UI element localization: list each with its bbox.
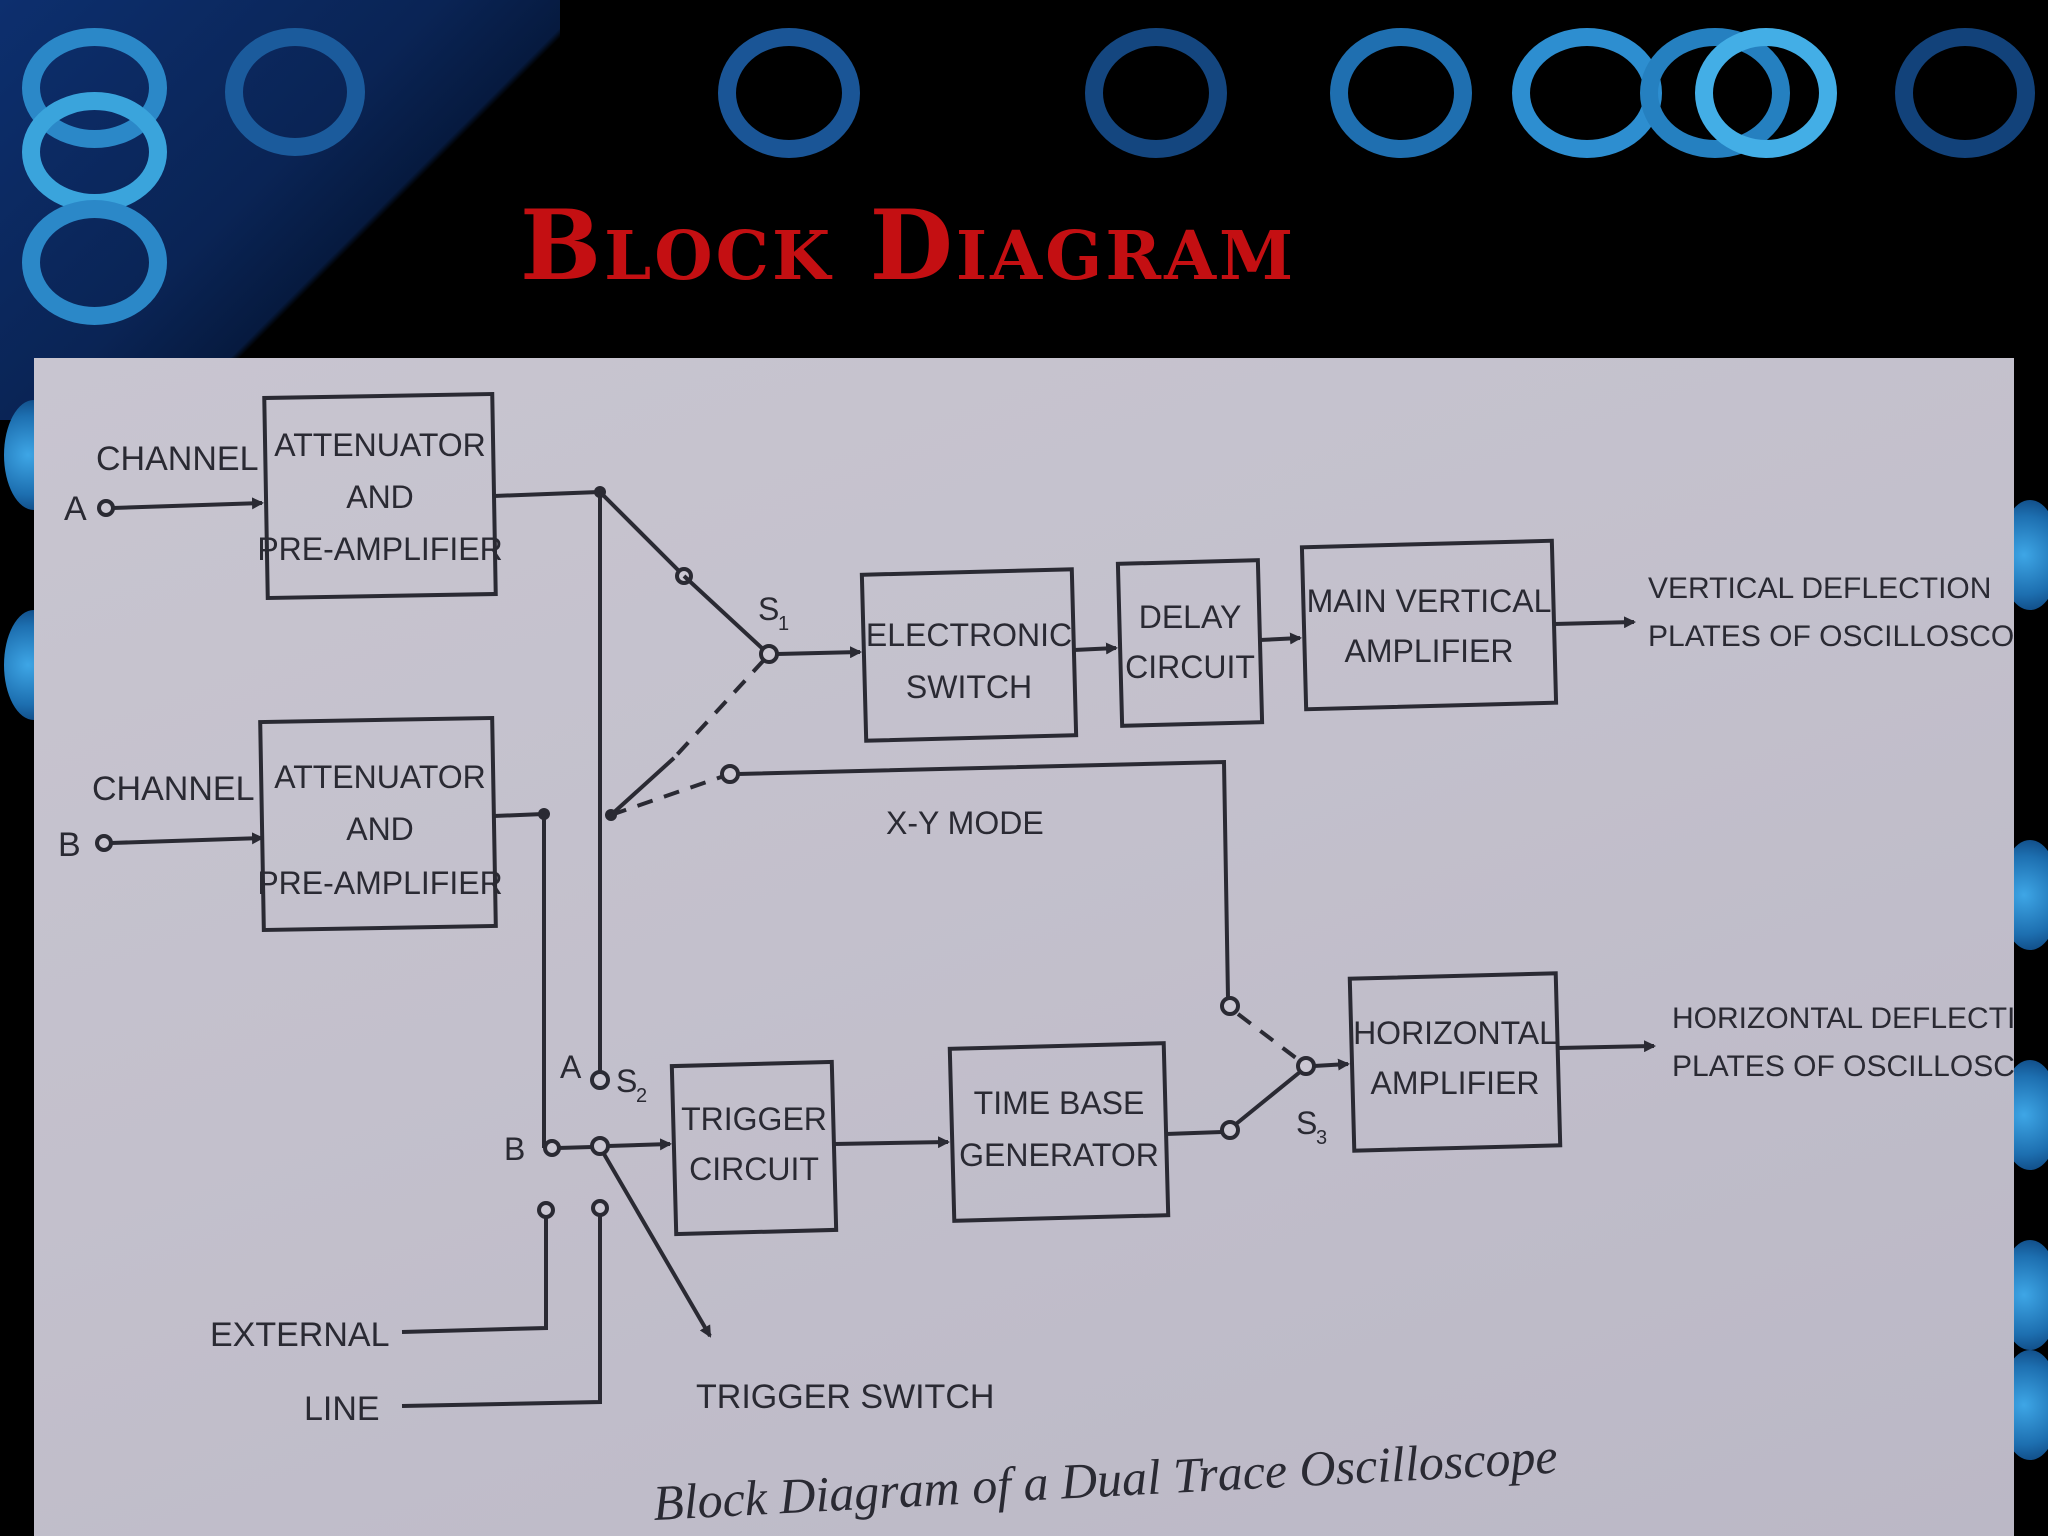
main-vertical-amplifier-line2: AMPLIFIER	[1345, 633, 1514, 669]
attenuator-b-line1: ATTENUATOR	[274, 759, 486, 795]
wire	[1073, 642, 1118, 655]
switch-s2-pivot	[590, 1136, 610, 1156]
wire	[776, 646, 862, 659]
decorative-ring	[1085, 28, 1227, 158]
switch-s2-label: S	[616, 1063, 637, 1099]
switch-s2-contact-line	[591, 1199, 609, 1217]
delay-circuit-block	[1115, 558, 1265, 728]
wire	[1553, 616, 1636, 629]
wire	[401, 1216, 602, 1408]
electronic-switch-line1: ELECTRONIC	[866, 617, 1072, 653]
electronic-switch-block	[859, 567, 1079, 743]
junction-dot	[538, 808, 550, 820]
main-vertical-amplifier-block	[1299, 538, 1559, 712]
vertical-output-line2: PLATES OF OSCILLOSCOPE	[1648, 620, 2014, 653]
channel-b-label: CHANNEL	[92, 770, 254, 808]
electronic-switch-line2: SWITCH	[906, 669, 1032, 705]
wire	[1259, 632, 1302, 645]
channel-b-terminal	[95, 834, 113, 852]
switch-dashed-link	[672, 658, 766, 760]
switch-s1-arm	[598, 490, 682, 574]
decorative-ring	[22, 200, 167, 325]
wire	[1557, 1040, 1656, 1053]
switch-s3-arm	[1234, 1070, 1302, 1126]
decorative-ring	[1695, 28, 1837, 158]
attenuator-b-block	[258, 715, 498, 933]
time-base-generator-line2: GENERATOR	[959, 1137, 1159, 1173]
attenuator-b-line2: AND	[346, 811, 414, 847]
xy-mode-label: X-Y MODE	[886, 805, 1044, 841]
switch-s2-subscript: 2	[636, 1085, 647, 1107]
channel-a-letter: A	[64, 490, 87, 528]
switch-s2-contact-b	[543, 1139, 561, 1157]
wire	[493, 489, 602, 813]
horizontal-amplifier-line2: AMPLIFIER	[1371, 1065, 1540, 1101]
delay-circuit-line1: DELAY	[1139, 599, 1242, 635]
line-label: LINE	[304, 1390, 380, 1428]
switch-s2-pos-b: B	[504, 1131, 525, 1167]
attenuator-a-line1: ATTENUATOR	[274, 427, 486, 463]
wire	[1313, 1058, 1350, 1071]
slide-title: Block Diagram	[520, 189, 1297, 302]
trigger-circuit-line1: TRIGGER	[681, 1101, 827, 1137]
block-diagram: CHANNEL A ATTENUATOR AND PRE-AMPLIFIER C…	[58, 391, 2014, 1531]
switch-s2-contact-ext	[537, 1201, 555, 1219]
horizontal-amplifier-block	[1347, 971, 1563, 1153]
decorative-ring	[1330, 28, 1472, 158]
horizontal-output-line2: PLATES OF OSCILLOSCOPE	[1672, 1050, 2014, 1083]
attenuator-a-line2: AND	[346, 479, 414, 515]
time-base-generator-block	[947, 1041, 1171, 1223]
switch-s1-arm	[682, 574, 766, 652]
decorative-ring	[22, 92, 167, 212]
diagram-caption: Block Diagram of a Dual Trace Oscillosco…	[652, 1428, 1559, 1531]
time-base-generator-line1: TIME BASE	[974, 1085, 1145, 1121]
horizontal-amplifier-line1: HORIZONTAL	[1353, 1015, 1557, 1051]
wire	[401, 1218, 548, 1334]
switch-s1-arm	[609, 756, 676, 817]
wire	[737, 759, 1230, 999]
switch-s1-subscript: 1	[778, 613, 789, 635]
wire	[557, 1145, 593, 1150]
switch-s2-pos-a: A	[560, 1049, 582, 1085]
switch-dashed-link	[610, 774, 725, 817]
trigger-switch-label: TRIGGER SWITCH	[696, 1378, 994, 1416]
switch-s2-contact-a	[590, 1070, 610, 1090]
switch-xy-contact	[720, 764, 740, 784]
switch-dashed-link	[1236, 1012, 1298, 1060]
decorative-ring	[718, 28, 860, 158]
trigger-circuit-line2: CIRCUIT	[689, 1151, 819, 1187]
channel-b-letter: B	[58, 826, 81, 864]
switch-s1-label: S	[758, 591, 779, 627]
wire	[110, 832, 264, 845]
delay-circuit-line2: CIRCUIT	[1125, 649, 1255, 685]
external-label: EXTERNAL	[210, 1316, 390, 1354]
switch-s3-xy-contact	[1220, 996, 1240, 1016]
wire	[833, 1136, 950, 1149]
wire	[112, 497, 264, 510]
switch-s3-contact	[1220, 1120, 1240, 1140]
switch-s3-label: S	[1296, 1105, 1317, 1141]
attenuator-b-line3: PRE-AMPLIFIER	[257, 865, 502, 901]
channel-a-terminal	[97, 499, 115, 517]
attenuator-a-line3: PRE-AMPLIFIER	[257, 531, 502, 567]
vertical-output-line1: VERTICAL DEFLECTION	[1648, 572, 1991, 605]
switch-s3-pivot	[1296, 1056, 1316, 1076]
wire	[607, 1138, 672, 1151]
main-vertical-amplifier-line1: MAIN VERTICAL	[1307, 583, 1552, 619]
wire	[1165, 1130, 1223, 1136]
diagram-photo: CHANNEL A ATTENUATOR AND PRE-AMPLIFIER C…	[34, 358, 2014, 1536]
switch-s3-subscript: 3	[1316, 1127, 1327, 1149]
horizontal-output-line1: HORIZONTAL DEFLECTION	[1672, 1002, 2014, 1035]
channel-a-label: CHANNEL	[96, 440, 258, 478]
decorative-ring	[225, 28, 365, 156]
decorative-ring	[1895, 28, 2035, 158]
trigger-switch-arrow	[602, 1152, 712, 1338]
trigger-circuit-block	[669, 1059, 839, 1237]
